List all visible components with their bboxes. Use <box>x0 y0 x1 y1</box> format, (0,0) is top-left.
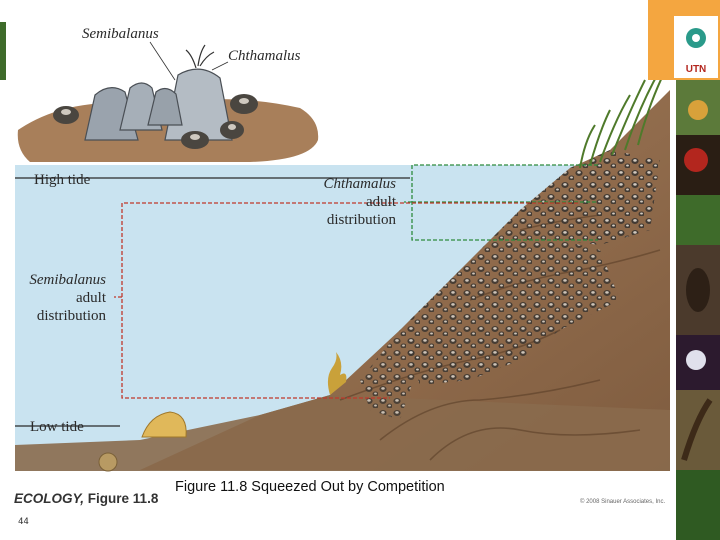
semibalanus-distribution-species: Semibalanus <box>29 272 106 288</box>
chthamalus-distribution-word: distribution <box>327 212 397 228</box>
book-title: ECOLOGY, <box>14 491 85 506</box>
snail-shell <box>98 452 118 472</box>
semibalanus-population <box>400 210 620 385</box>
semibalanus-bracket <box>114 202 578 399</box>
chthamalus-inset-label: Chthamalus <box>228 48 301 64</box>
chthamalus-distribution-adult: adult <box>366 194 397 210</box>
shell <box>141 411 187 438</box>
figure-caption: Figure 11.8 Squeezed Out by Competition <box>175 479 445 495</box>
rock-shore <box>140 90 670 471</box>
low-tide-label: Low tide <box>30 419 84 435</box>
institution-logo: UTN <box>648 0 720 80</box>
chthamalus-population <box>520 150 660 245</box>
semibalanus-inset-label: Semibalanus <box>82 26 159 42</box>
barnacle-inset <box>17 41 319 162</box>
side-photo-strip <box>676 80 720 540</box>
semibalanus-distribution-word: distribution <box>37 308 107 324</box>
high-tide-label: High tide <box>34 172 91 188</box>
title-accent-bar <box>0 22 6 80</box>
copyright-notice: © 2008 Sinauer Associates, Inc. <box>580 499 666 505</box>
page-number: 44 <box>18 517 29 527</box>
figure-number: Figure 11.8 <box>87 491 159 506</box>
seafloor <box>15 395 670 471</box>
seaweed <box>327 352 347 395</box>
figure-reference: ECOLOGY, Figure 11.8 <box>14 491 158 506</box>
logo-text: UTN <box>686 64 707 75</box>
semibalanus-distribution-adult: adult <box>76 290 107 306</box>
chthamalus-distribution-species: Chthamalus <box>323 176 396 192</box>
